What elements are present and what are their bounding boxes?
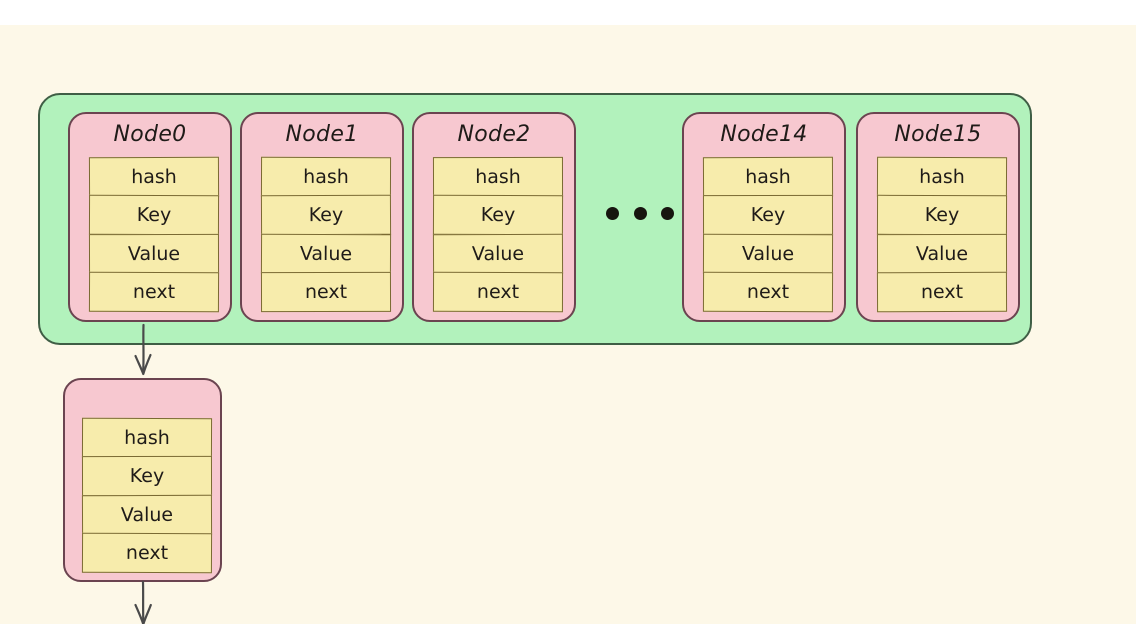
node-fields: hash Key Value next [876,156,1008,313]
node-field-key[interactable]: Key [432,195,564,236]
node-field-next[interactable]: next [81,532,213,574]
node-title: Node2 [457,122,531,147]
node-field-hash[interactable]: hash [81,417,213,459]
node-field-key[interactable]: Key [702,195,834,236]
node-field-next[interactable]: next [260,272,392,313]
node-fields: hash Key Value next [88,156,220,313]
node-field-value[interactable]: Value [88,233,220,274]
ellipsis-separator [606,202,674,224]
node-card-15[interactable]: Node15 hash Key Value next [856,112,1020,322]
node-title: Node1 [285,122,359,147]
node-fields: hash Key Value next [81,417,213,574]
top-white-strip [0,0,1136,25]
node-title: Node0 [113,122,187,147]
node-field-next[interactable]: next [702,271,834,313]
node-field-next[interactable]: next [876,271,1008,313]
node-field-hash[interactable]: hash [702,156,834,198]
node-field-hash[interactable]: hash [88,156,220,198]
ellipsis-dot [633,206,647,220]
node-card-0[interactable]: Node0 hash Key Value next [68,112,232,322]
node-field-value[interactable]: Value [876,233,1008,274]
node-fields: hash Key Value next [702,156,834,313]
node-field-next[interactable]: next [88,271,220,313]
node-card-14[interactable]: Node14 hash Key Value next [682,112,846,322]
node-field-hash[interactable]: hash [432,156,564,198]
node-field-value[interactable]: Value [81,494,213,536]
node-field-hash[interactable]: hash [260,156,392,198]
node-field-key[interactable]: Key [260,195,392,236]
node-field-value[interactable]: Value [260,233,392,275]
node-field-key[interactable]: Key [88,195,220,236]
ellipsis-dot [606,206,619,220]
node-fields: hash Key Value next [260,156,392,313]
chained-node-card[interactable]: hash Key Value next [63,378,222,582]
node-field-value[interactable]: Value [432,233,564,275]
node-field-next[interactable]: next [432,271,564,313]
node-card-1[interactable]: Node1 hash Key Value next [240,112,404,322]
node-field-key[interactable]: Key [81,456,213,497]
node-card-2[interactable]: Node2 hash Key Value next [412,112,576,322]
node-field-value[interactable]: Value [702,233,834,275]
node-title: Node14 [720,122,808,147]
ellipsis-dot [661,206,674,220]
node-fields: hash Key Value next [432,156,564,313]
node-field-hash[interactable]: hash [876,156,1008,198]
node-field-key[interactable]: Key [876,195,1008,236]
node-title: Node15 [894,122,982,147]
